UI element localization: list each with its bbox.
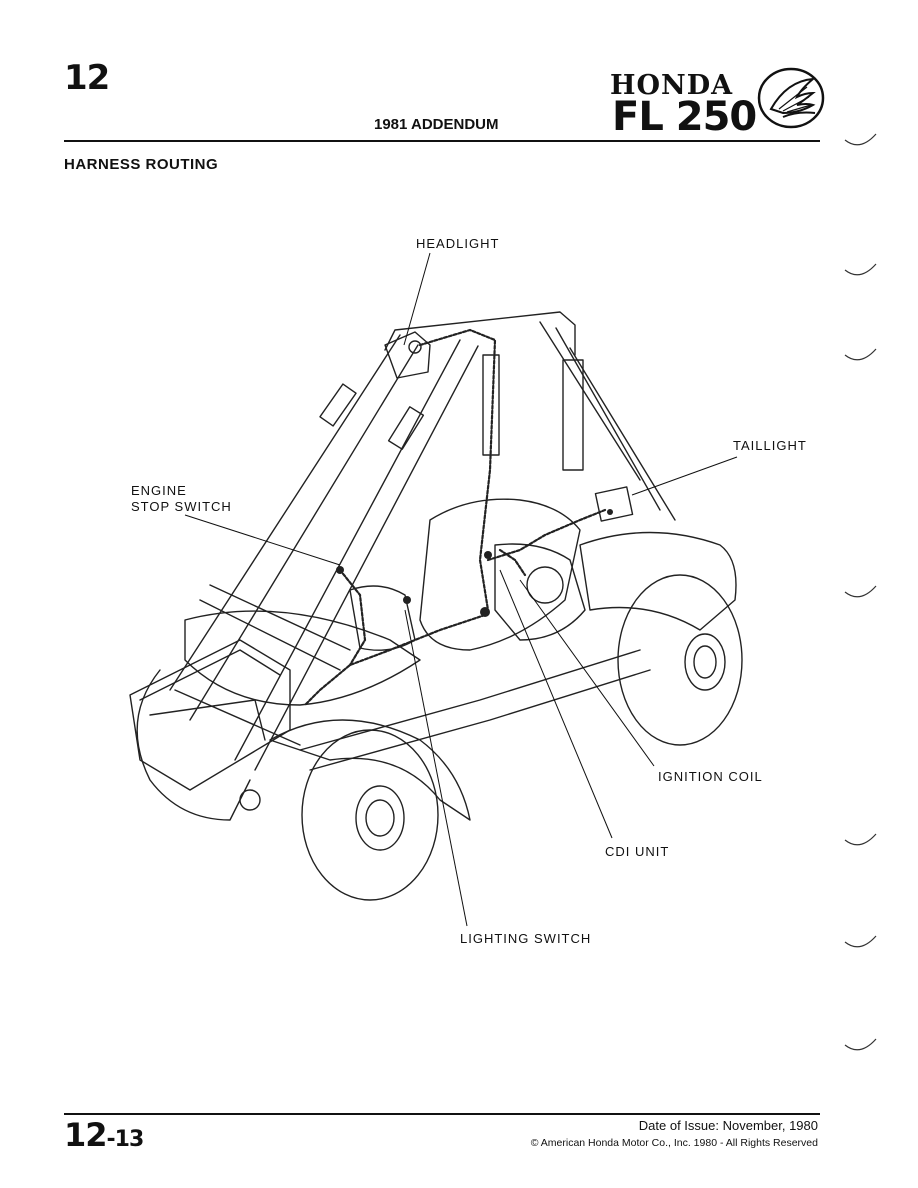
label-engine-stop-switch-line1: ENGINE bbox=[131, 483, 187, 498]
section-title: HARNESS ROUTING bbox=[64, 156, 219, 173]
label-lighting-switch: LIGHTING SWITCH bbox=[460, 931, 592, 946]
page-number-sub: -13 bbox=[106, 1127, 145, 1152]
chapter-number: 12 bbox=[64, 58, 110, 98]
label-headlight: HEADLIGHT bbox=[416, 236, 500, 251]
copyright-notice: © American Honda Motor Co., Inc. 1980 - … bbox=[530, 1137, 818, 1149]
page-number-main: 12 bbox=[64, 1116, 108, 1154]
honda-wing-logo bbox=[757, 67, 825, 129]
issue-date: Date of Issue: November, 1980 bbox=[638, 1118, 818, 1133]
brand-name: HONDA bbox=[610, 70, 734, 101]
addendum-title: 1981 ADDENDUM bbox=[374, 116, 499, 133]
header-divider bbox=[64, 140, 820, 142]
footer-divider bbox=[64, 1113, 820, 1115]
page-number: 12-13 bbox=[64, 1116, 145, 1154]
model-name: FL 250 bbox=[612, 94, 757, 140]
label-engine-stop-switch-line2: STOP SWITCH bbox=[131, 499, 232, 514]
label-taillight: TAILLIGHT bbox=[733, 438, 807, 453]
label-ignition-coil: IGNITION COIL bbox=[658, 769, 763, 784]
label-engine-stop-switch: ENGINE STOP SWITCH bbox=[131, 483, 232, 515]
label-cdi-unit: CDI UNIT bbox=[605, 844, 670, 859]
